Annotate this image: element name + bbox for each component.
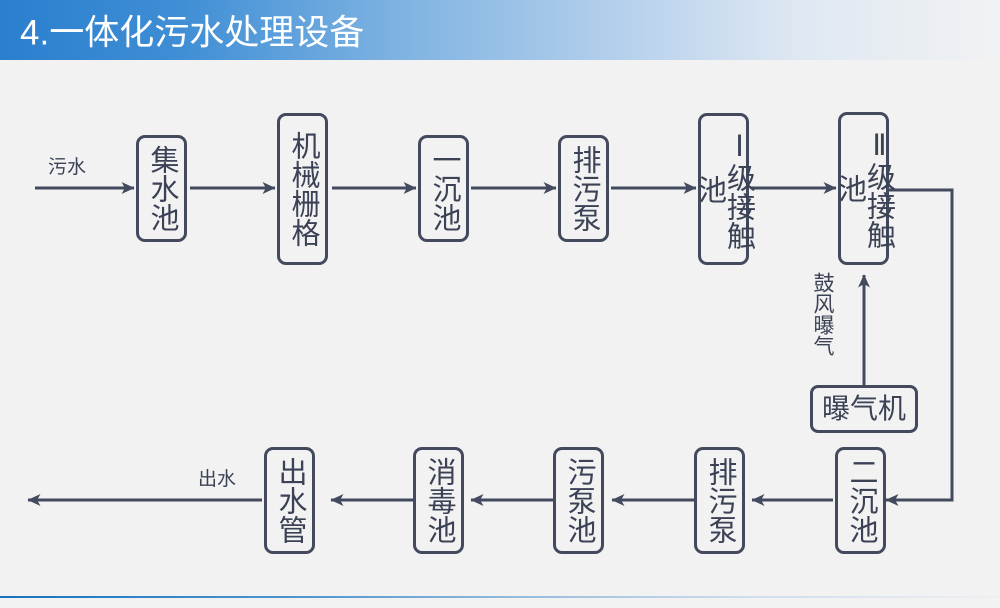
node-chushuiguan-label: 出水管 [274, 457, 306, 544]
node-jiechuchi2-label: Ⅱ级接触池 [833, 128, 895, 249]
footer-rule [0, 596, 1000, 598]
node-wubengchi-label: 污泵池 [563, 457, 595, 544]
node-paiwubeng-bottom-label: 排污泵 [704, 457, 736, 544]
node-xiaoduchi-label: 消毒池 [423, 457, 455, 544]
process-flow-diagram: 污水 出水 鼓风曝气 集水池 机械栅格 一沉池 排污泵 Ⅰ级接触池 Ⅱ级接触池 … [0, 60, 1000, 596]
edge-jiechuchi2-to-erchenchi [885, 188, 954, 506]
node-jiechuchi1-label: Ⅰ级接触池 [693, 128, 755, 250]
node-yichenchi[interactable]: 一沉池 [418, 135, 469, 242]
node-wubengchi[interactable]: 污泵池 [553, 447, 604, 554]
node-baoqiji-label: 曝气机 [821, 392, 906, 424]
node-paiwubeng-bottom[interactable]: 排污泵 [694, 447, 745, 554]
flow-connectors [27, 182, 954, 506]
page-title: 4.一体化污水处理设备 [20, 13, 365, 53]
node-jixieshange-label: 机械栅格 [287, 131, 319, 247]
node-jiechuchi2[interactable]: Ⅱ级接触池 [834, 112, 895, 265]
node-paiwubeng-top[interactable]: 排污泵 [558, 135, 609, 242]
node-paiwubeng-top-label: 排污泵 [568, 145, 600, 232]
node-erchenchi[interactable]: 二沉池 [835, 447, 886, 554]
node-jiechuchi1[interactable]: Ⅰ级接触池 [694, 113, 755, 265]
node-jishuichi-label: 集水池 [146, 145, 178, 232]
node-erchenchi-label: 二沉池 [845, 457, 877, 544]
node-baoqiji[interactable]: 曝气机 [810, 385, 918, 433]
node-chushuiguan[interactable]: 出水管 [264, 447, 315, 554]
node-xiaoduchi[interactable]: 消毒池 [413, 447, 464, 554]
outlet-label: 出水 [198, 469, 237, 490]
node-jishuichi[interactable]: 集水池 [136, 135, 187, 242]
node-jixieshange[interactable]: 机械栅格 [277, 113, 328, 265]
node-yichenchi-label: 一沉池 [428, 145, 460, 232]
header-banner: 4.一体化污水处理设备 [0, 0, 1000, 60]
inlet-label: 污水 [48, 157, 87, 178]
aeration-label: 鼓风曝气 [811, 272, 834, 356]
